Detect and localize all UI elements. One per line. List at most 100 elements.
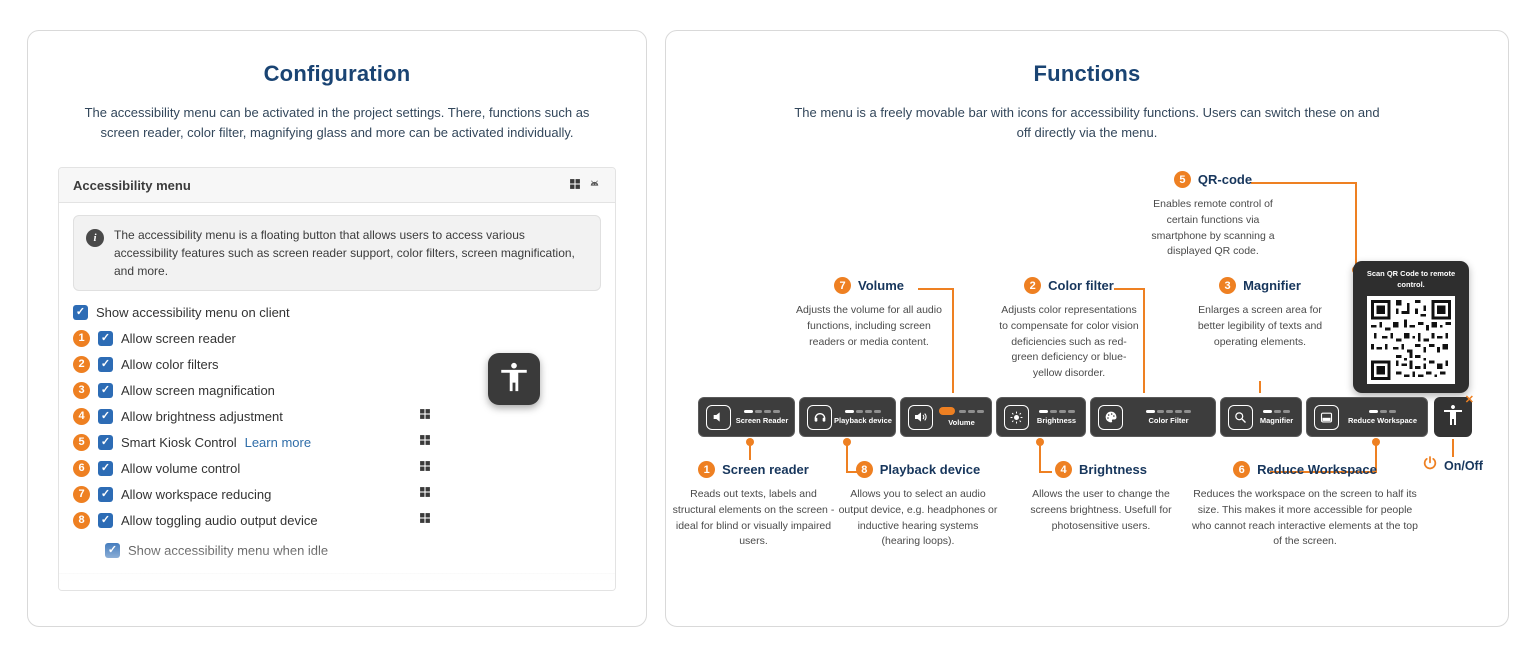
section-header-accessibility-menu: Accessibility menu: [59, 168, 615, 204]
configuration-title: Configuration: [263, 61, 411, 86]
reduce-workspace-icon: [1314, 404, 1339, 430]
option-label: Show accessibility menu when idle: [128, 542, 329, 558]
configuration-card: Configuration The accessibility menu can…: [27, 30, 647, 627]
configuration-subtitle: The accessibility menu can be activated …: [84, 105, 590, 141]
option-row-volume: 6 Allow volume control: [73, 459, 601, 477]
magnifier-icon: [1228, 404, 1253, 430]
windows-icon: [419, 486, 431, 501]
toolbar-button-brightness[interactable]: Brightness: [996, 397, 1086, 437]
windows-icon: [419, 434, 431, 449]
checkbox-show-when-idle[interactable]: [105, 542, 120, 558]
option-row-screen-reader: 1 Allow screen reader: [73, 329, 601, 347]
callout-color-filter: 2 Color filter Adjusts color representat…: [999, 277, 1139, 382]
callout-magnifier: 3 Magnifier Enlarges a screen area for b…: [1186, 277, 1334, 350]
toolbar-button-screen-reader[interactable]: Screen Reader: [698, 397, 795, 437]
callout-text: Allows the user to change the screens br…: [1030, 488, 1172, 532]
number-badge: 4: [73, 407, 90, 425]
section-title: Accessibility menu: [73, 177, 191, 193]
accessibility-floating-button[interactable]: [488, 353, 540, 405]
number-badge: 6: [1233, 461, 1251, 478]
callout-onoff: On/Off: [1422, 455, 1483, 476]
toolbar-button-playback-device[interactable]: Playback device: [799, 397, 896, 437]
option-row-workspace: 7 Allow workspace reducing: [73, 485, 601, 503]
callout-title: Brightness: [1079, 462, 1147, 477]
number-badge: 1: [698, 461, 716, 478]
section-title: Accessibility menu position: [73, 583, 245, 592]
info-box: i The accessibility menu is a floating b…: [73, 215, 601, 292]
checkbox-workspace[interactable]: [98, 486, 113, 502]
number-badge: 5: [73, 433, 90, 451]
checkbox-brightness[interactable]: [98, 408, 113, 424]
callout-title: Screen reader: [722, 462, 809, 477]
functions-diagram: 7 Volume Adjusts the volume for all audi…: [666, 31, 1508, 626]
number-badge: 8: [855, 461, 873, 478]
checkbox-volume[interactable]: [98, 460, 113, 476]
callout-title: On/Off: [1444, 458, 1483, 473]
callout-text: Reduces the workspace on the screen to h…: [1192, 488, 1418, 548]
callout-playback-device: 8 Playback device Allows you to select a…: [838, 461, 998, 550]
volume-level-badge: [939, 407, 955, 415]
callout-title: Color filter: [1048, 278, 1114, 293]
platform-icons: [569, 177, 601, 193]
option-label: Smart Kiosk Control: [121, 434, 237, 450]
callout-text: Enables remote control of certain functi…: [1151, 198, 1275, 258]
info-text: The accessibility menu is a floating but…: [114, 228, 575, 279]
section-header-menu-position: Accessibility menu position: [59, 573, 615, 591]
qr-caption: Scan QR Code to remote control.: [1366, 269, 1456, 289]
checkbox-screen-magnification[interactable]: [98, 382, 113, 398]
number-badge: 4: [1055, 461, 1073, 478]
toolbar-button-magnifier[interactable]: Magnifier: [1220, 397, 1302, 437]
option-row-color-filters: 2 Allow color filters: [73, 355, 601, 373]
number-badge: 7: [834, 277, 851, 294]
option-row-smart-kiosk: 5 Smart Kiosk Control Learn more: [73, 433, 601, 451]
number-badge: 8: [73, 511, 90, 529]
callout-title: Playback device: [879, 462, 981, 477]
close-icon[interactable]: ✕: [1464, 394, 1474, 406]
option-label: Allow screen reader: [121, 330, 236, 346]
functions-card: Functions The menu is a freely movable b…: [665, 30, 1509, 627]
toolbar-button-accessibility-menu[interactable]: ✕: [1434, 394, 1474, 437]
toolbar-label: Volume: [948, 418, 975, 427]
checkbox-screen-reader[interactable]: [98, 330, 113, 346]
callout-title: Volume: [858, 278, 904, 293]
number-badge: 7: [73, 485, 90, 503]
callout-volume: 7 Volume Adjusts the volume for all audi…: [794, 277, 944, 350]
number-badge: 2: [1024, 277, 1042, 294]
playback-device-icon: [807, 404, 832, 430]
option-label: Allow toggling audio output device: [121, 512, 318, 528]
qr-code-panel: Scan QR Code to remote control.: [1353, 261, 1469, 393]
callout-text: Adjusts color representations to compens…: [999, 304, 1139, 379]
toolbar-button-reduce-workspace[interactable]: Reduce Workspace: [1306, 397, 1428, 437]
option-label: Allow workspace reducing: [121, 486, 272, 502]
learn-more-link[interactable]: Learn more: [244, 434, 312, 450]
callout-qr-code: 5 QR-code Enables remote control of cert…: [1143, 171, 1283, 260]
toolbar-label: Screen Reader: [735, 415, 789, 425]
option-label: Show accessibility menu on client: [96, 304, 290, 320]
windows-icon: [419, 408, 431, 423]
number-badge: 6: [73, 459, 90, 477]
windows-icon: [569, 584, 581, 591]
option-row-show-on-client: Show accessibility menu on client: [73, 303, 601, 321]
accessibility-icon: [1441, 403, 1465, 432]
toolbar-label: Reduce Workspace: [1347, 415, 1418, 425]
windows-icon: [419, 512, 431, 527]
option-row-audio-output: 8 Allow toggling audio output device: [73, 511, 601, 529]
toolbar-button-color-filter[interactable]: Color Filter: [1090, 397, 1216, 437]
windows-icon: [419, 460, 431, 475]
checkbox-show-on-client[interactable]: [73, 304, 88, 320]
windows-icon: [569, 178, 581, 193]
callout-text: Allows you to select an audio output dev…: [838, 488, 998, 548]
platform-icons: [569, 583, 601, 591]
toolbar-button-volume[interactable]: Volume: [900, 397, 992, 437]
color-filter-icon: [1098, 404, 1123, 430]
checkbox-audio-output[interactable]: [98, 512, 113, 528]
checkbox-smart-kiosk[interactable]: [98, 434, 113, 450]
option-label: Allow color filters: [121, 356, 219, 372]
accessibility-icon: [497, 360, 531, 399]
option-row-show-when-idle: Show accessibility menu when idle: [105, 541, 601, 559]
functions-subtitle: The menu is a freely movable bar with ic…: [794, 105, 1380, 141]
checkbox-color-filters[interactable]: [98, 356, 113, 372]
info-icon: i: [86, 229, 104, 248]
callout-text: Reads out texts, labels and structural e…: [672, 488, 835, 548]
callout-title: Magnifier: [1243, 278, 1301, 293]
